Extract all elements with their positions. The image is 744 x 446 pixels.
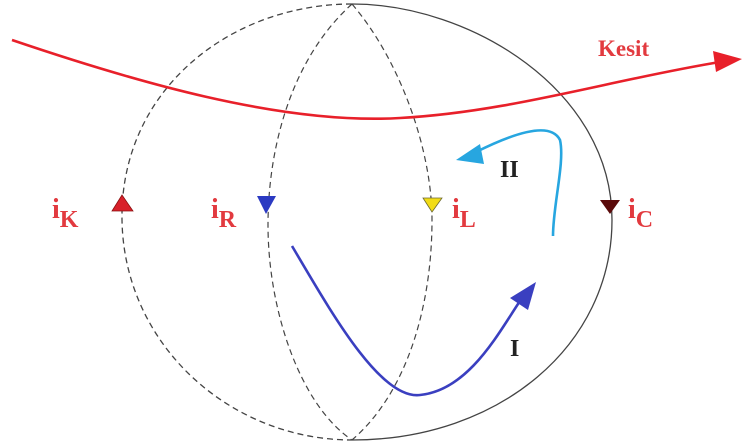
loop-two-label: II [500,157,519,183]
current-l-marker [422,197,443,213]
current-c-marker [600,200,620,214]
current-c-label: iC [628,194,653,233]
loop-two-path [475,129,563,237]
loop-one-label: I [510,336,519,362]
cut-label: Kesit [598,36,649,61]
current-k-marker [111,194,134,212]
current-r-marker [257,196,276,214]
sphere-outline-right [351,3,613,441]
current-l-label: iL [452,194,476,233]
current-k-label: iK [52,194,79,233]
current-r-label: iR [211,194,237,233]
meridian-right [351,3,433,441]
meridian-left [267,3,353,441]
sphere-outline-left [121,3,353,441]
loop-two-arrowhead [456,144,484,164]
loop-one-arrowhead [510,282,536,310]
loop-one-path [290,245,524,397]
cut-line [11,38,721,120]
cut-arrowhead [713,51,742,72]
